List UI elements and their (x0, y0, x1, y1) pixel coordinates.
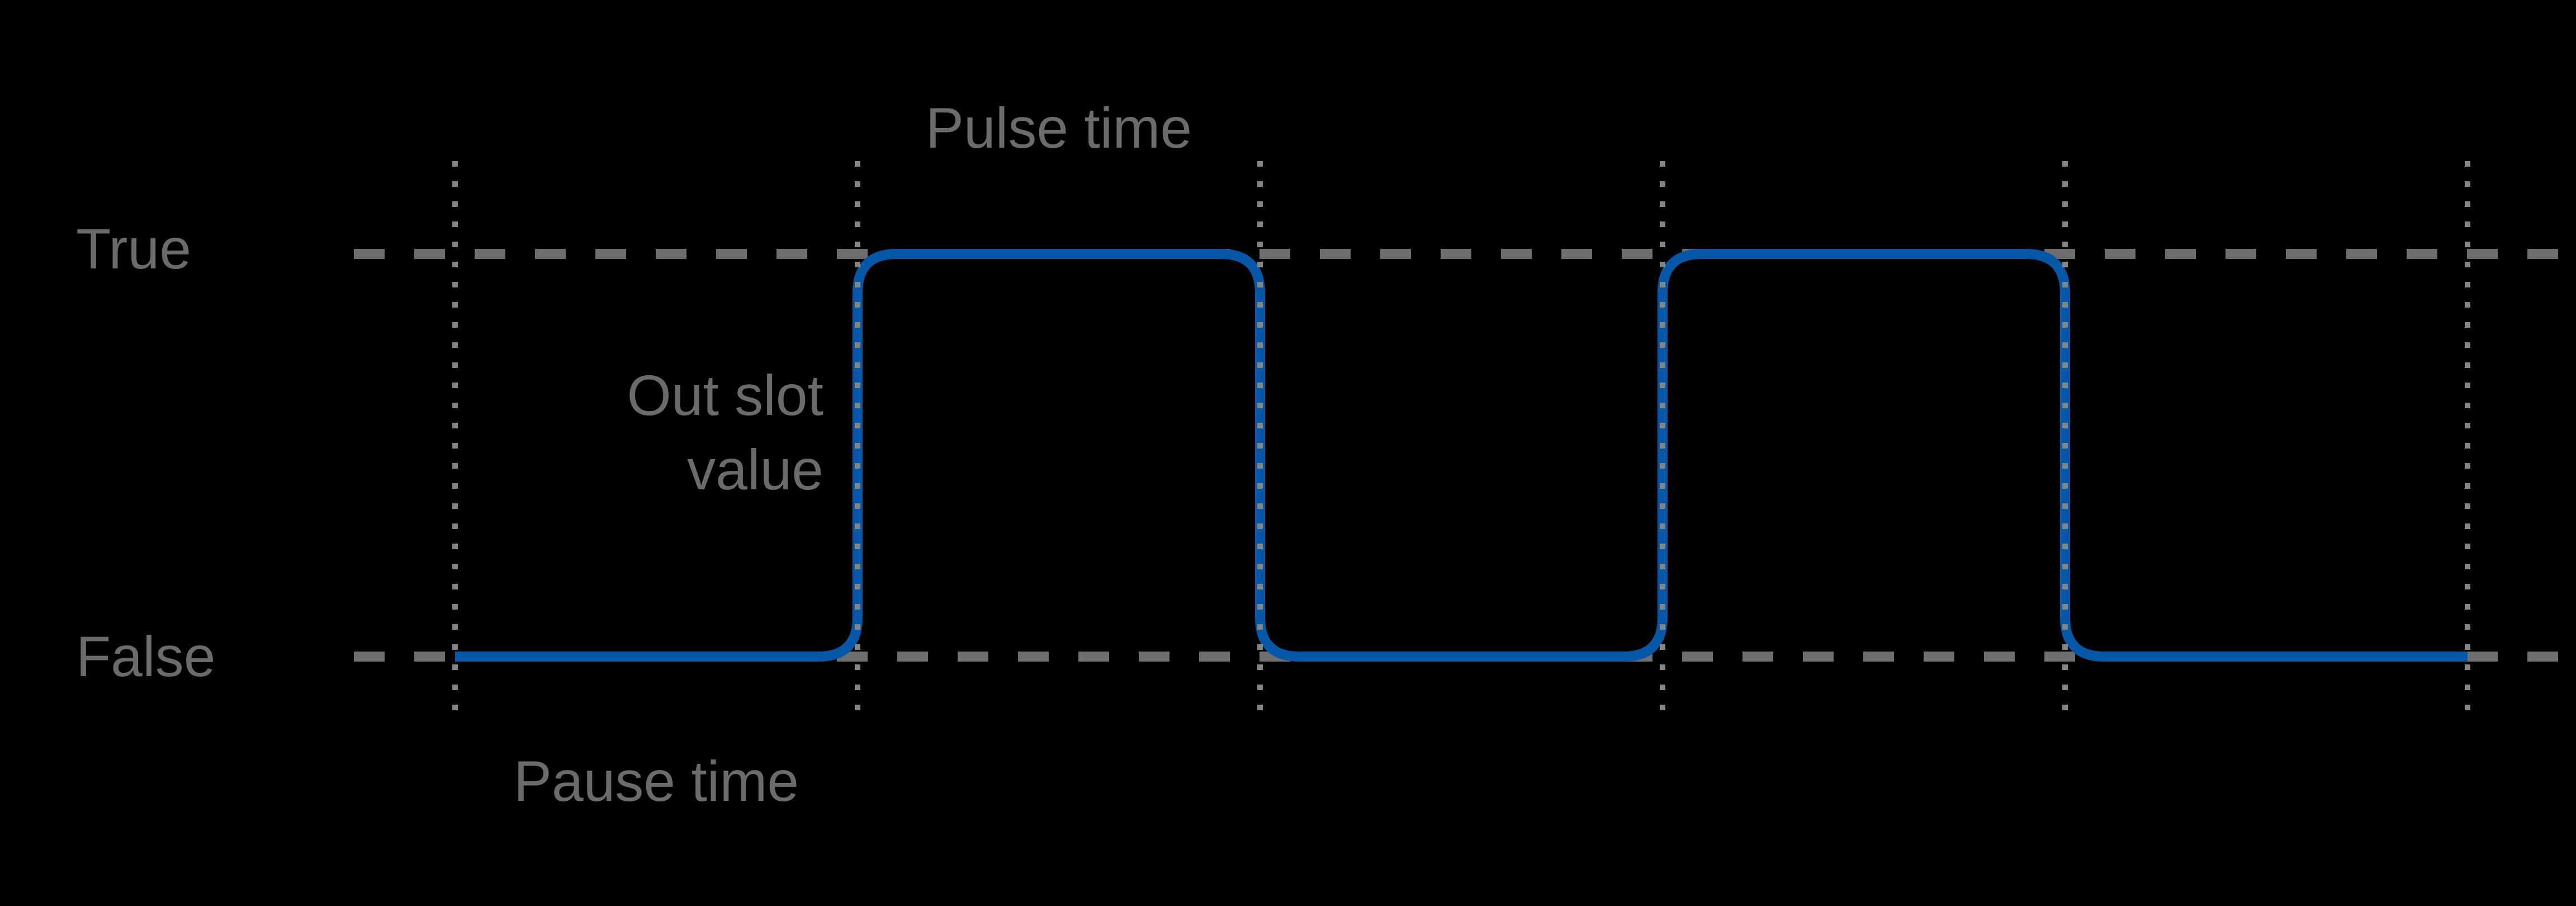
signal-waveform (455, 249, 2468, 662)
annotation-pulse-time: Pulse time (925, 96, 1192, 160)
level-label-false: False (76, 625, 216, 688)
level-label-true: True (76, 217, 191, 281)
annotation-out-slot-line2: value (687, 438, 823, 502)
annotation-pause-time: Pause time (513, 749, 799, 813)
annotation-out-slot-line1: Out slot (627, 364, 823, 427)
annotation-out-slot-value: Out slot value (627, 358, 823, 507)
